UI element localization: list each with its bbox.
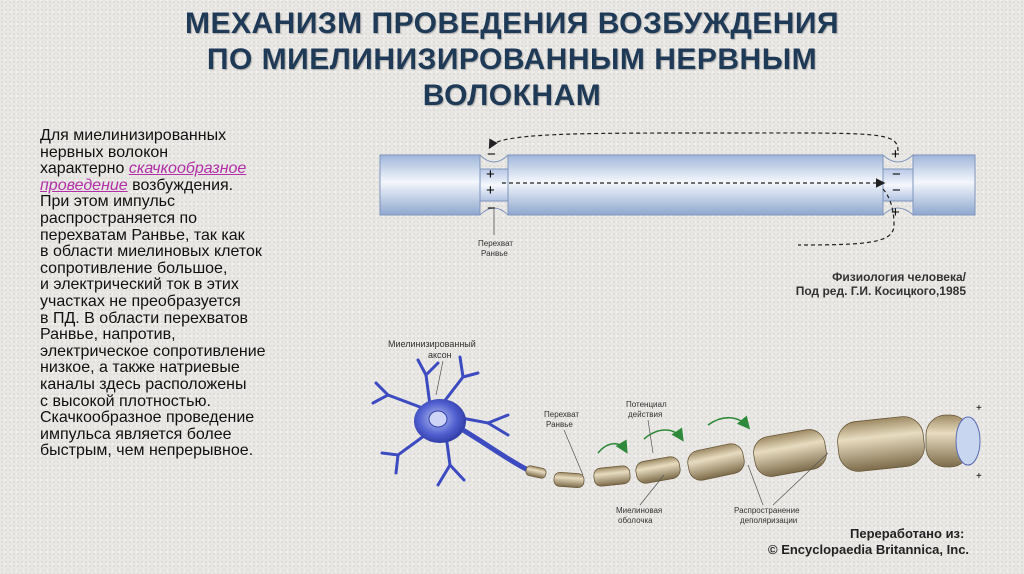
body-line-suffix: возбуждения. [128, 177, 233, 194]
node-label: Перехват [544, 410, 579, 419]
charge-sign: + [486, 166, 495, 183]
axon-hillock [463, 430, 528, 470]
body-line: распространяется по [40, 211, 370, 228]
charge-sign: + [891, 146, 900, 163]
label-leader-line [648, 420, 653, 453]
nucleus [429, 411, 447, 427]
node-label: Ранвье [546, 420, 573, 429]
credit-line: Под ред. Г.И. Косицкого,1985 [640, 284, 966, 298]
body-line: Скачкообразное проведение [40, 410, 370, 427]
charge-sign: − [487, 146, 496, 163]
body-line: с высокой плотностью. [40, 394, 370, 411]
highlight-term: проведение [40, 177, 128, 194]
body-line: импульса является более [40, 427, 370, 444]
body-line: Для миелинизированных [40, 128, 370, 145]
axon-label: аксон [428, 350, 452, 360]
external-current-arrow [490, 133, 898, 151]
charge-sign: + [976, 471, 982, 482]
body-line: сопротивление большое, [40, 261, 370, 278]
neuron-diagram: Миелинизированный аксон Перехват Ранвье … [368, 335, 998, 535]
action-potential-label: Потенциал [626, 400, 667, 409]
body-line: в ПД. В области перехватов [40, 311, 370, 328]
body-line: характерно скачкообразное [40, 161, 370, 178]
body-line: проведение возбуждения. [40, 178, 370, 195]
charge-sign: − [892, 182, 901, 199]
node-label: Перехват [478, 239, 513, 248]
axon-cross-section [956, 417, 980, 465]
node-label: Ранвье [481, 249, 508, 258]
myelin-segment [508, 155, 883, 215]
myelin-label: Миелиновая [616, 506, 662, 515]
source-credit-top: Физиология человека/ Под ред. Г.И. Косиц… [640, 270, 966, 298]
body-line: нервных волокон [40, 145, 370, 162]
body-line: электрическое сопротивление [40, 344, 370, 361]
label-leader-line [436, 361, 443, 395]
credit-line: © Encyclopaedia Britannica, Inc. [700, 542, 992, 558]
myelin-segment [913, 155, 975, 215]
body-line-prefix: характерно [40, 160, 129, 177]
credit-line: Переработано из: [700, 526, 992, 542]
title-line-1: МЕХАНИЗМ ПРОВЕДЕНИЯ ВОЗБУЖДЕНИЯ [60, 6, 964, 42]
charge-sign: + [976, 403, 982, 414]
myelin-segment [380, 155, 480, 215]
body-line: участках не преобразуется [40, 294, 370, 311]
body-line: перехватам Ранвье, так как [40, 228, 370, 245]
body-line: низкое, а также натриевые [40, 360, 370, 377]
charge-sign: − [892, 166, 901, 183]
charge-sign: + [891, 204, 900, 221]
source-credit-bottom: Переработано из: © Encyclopaedia Britann… [700, 526, 992, 558]
slide-title: МЕХАНИЗМ ПРОВЕДЕНИЯ ВОЗБУЖДЕНИЯ ПО МИЕЛИ… [60, 6, 964, 114]
title-line-2: ПО МИЕЛИНИЗИРОВАННЫМ НЕРВНЫМ [60, 42, 964, 78]
body-text: Для миелинизированных нервных волокон ха… [40, 128, 370, 460]
body-line: быстрым, чем непрерывное. [40, 443, 370, 460]
body-line: и электрический ток в этих [40, 277, 370, 294]
body-line: каналы здесь расположены [40, 377, 370, 394]
action-potential-label: действия [628, 410, 662, 419]
label-leader-line [564, 430, 583, 475]
highlight-term: скачкообразное [129, 160, 247, 177]
body-line: в области миелиновых клеток [40, 244, 370, 261]
credit-line: Физиология человека/ [640, 270, 966, 284]
axon-label: Миелинизированный [388, 339, 476, 349]
myelinated-fiber-diagram: − + + − + − − + Перехват Ранвье [378, 125, 978, 270]
charge-sign: − [487, 200, 496, 217]
title-line-3: ВОЛОКНАМ [60, 78, 964, 114]
body-line: Ранвье, напротив, [40, 327, 370, 344]
myelin-label: оболочка [618, 516, 653, 525]
depolarization-label: деполяризации [740, 516, 797, 525]
depolarization-label: Распространение [734, 506, 800, 515]
body-line: При этом импульс [40, 194, 370, 211]
charge-sign: + [486, 182, 495, 199]
